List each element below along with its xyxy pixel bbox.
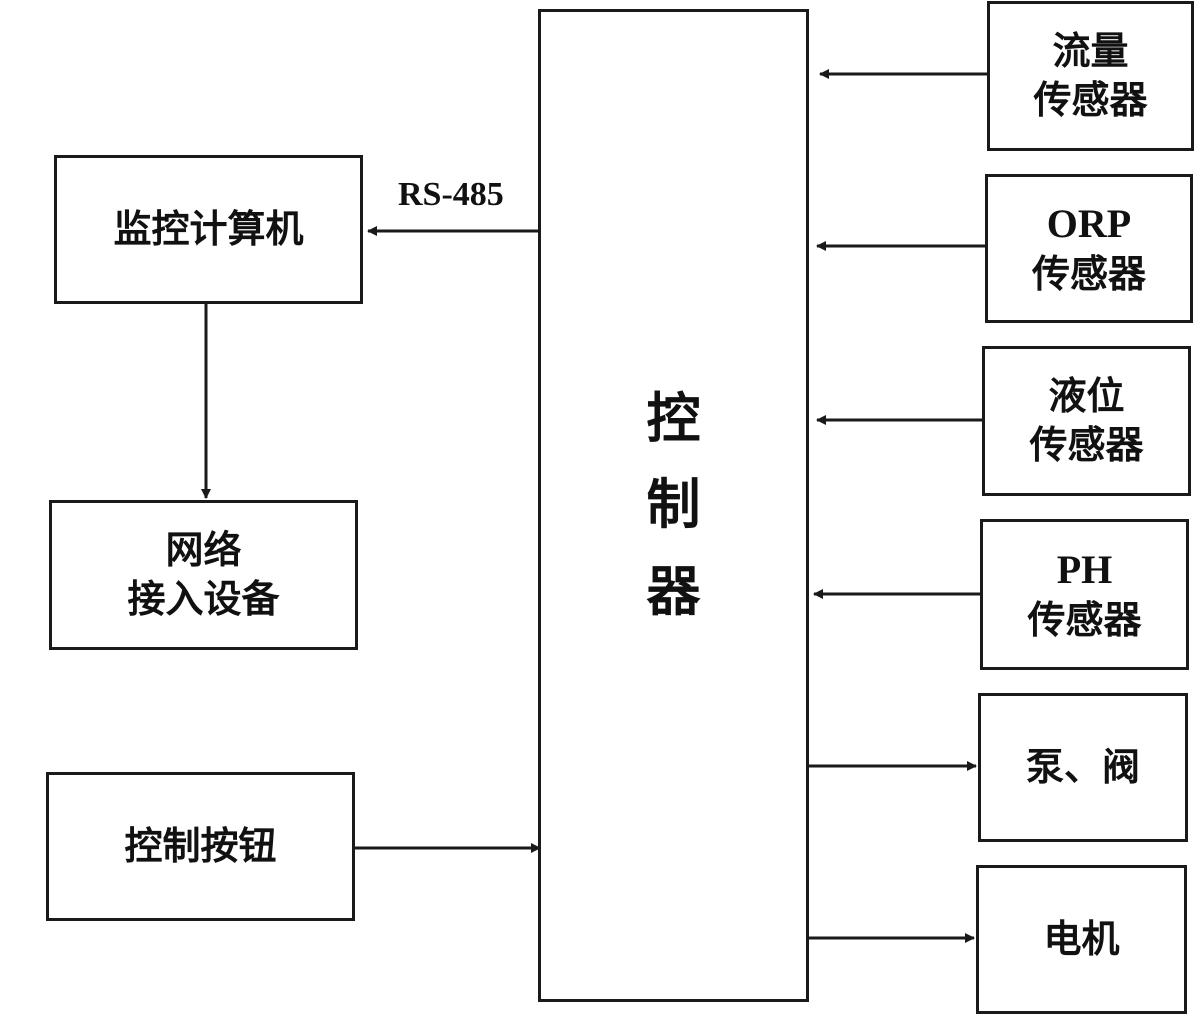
node-flow-sensor-line-1: 流量 [1052, 28, 1129, 73]
node-level-sensor-line-1: 液位 [1048, 373, 1125, 418]
node-ph-sensor: PH 传感器 [980, 519, 1189, 670]
node-controller-line-3: 器 [646, 559, 701, 623]
node-level-sensor-line-2: 传感器 [1029, 423, 1144, 467]
node-pump-valve-line-1: 泵、阀 [1025, 744, 1140, 789]
node-control-buttons-line-1: 控制按钮 [124, 823, 277, 868]
node-controller: 控 制 器 [538, 9, 809, 1002]
node-orp-sensor-line-2: 传感器 [1031, 251, 1146, 296]
node-pump-valve: 泵、阀 [978, 693, 1188, 842]
node-network-device: 网络 接入设备 [49, 500, 358, 650]
node-orp-sensor: ORP 传感器 [985, 174, 1193, 323]
node-monitor-pc: 监控计算机 [54, 155, 363, 304]
node-ph-sensor-line-1: PH [1056, 546, 1113, 592]
node-monitor-pc-line-1: 监控计算机 [113, 206, 304, 251]
node-flow-sensor: 流量 传感器 [987, 1, 1194, 151]
node-motor-line-1: 电机 [1043, 916, 1120, 961]
node-controller-line-1: 控 [646, 386, 701, 450]
node-network-device-line-2: 接入设备 [127, 577, 280, 621]
node-network-device-line-1: 网络 [165, 527, 242, 572]
node-level-sensor: 液位 传感器 [982, 346, 1191, 496]
node-controller-line-2: 制 [646, 473, 701, 537]
node-ph-sensor-line-2: 传感器 [1027, 597, 1142, 642]
edge-label-rs485: RS-485 [398, 176, 504, 213]
node-motor: 电机 [976, 865, 1187, 1014]
node-flow-sensor-line-2: 传感器 [1033, 78, 1148, 122]
node-control-buttons: 控制按钮 [46, 772, 355, 921]
node-orp-sensor-line-1: ORP [1046, 200, 1132, 246]
